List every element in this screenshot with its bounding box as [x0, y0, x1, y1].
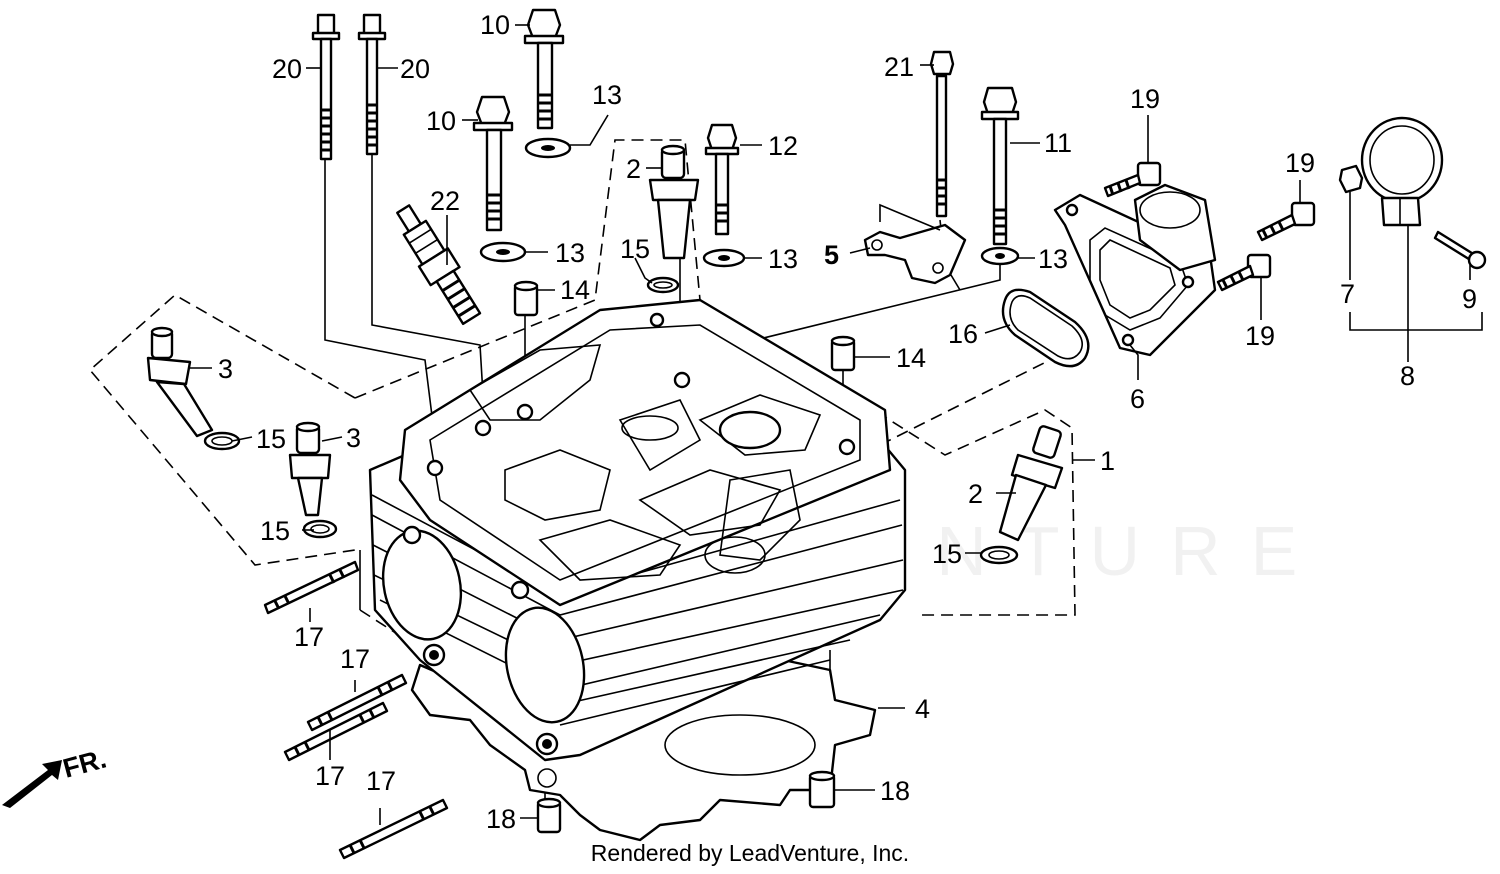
callout-leaders [190, 24, 1471, 825]
callout-19-mid: 19 [1285, 148, 1315, 178]
washer-13-top [524, 137, 572, 159]
callout-12: 12 [768, 131, 798, 161]
callout-9: 9 [1462, 284, 1477, 314]
front-marker-label: FR. [60, 744, 110, 784]
clip-15-center [646, 276, 680, 294]
dowel-14-left [513, 280, 539, 317]
callout-7: 7 [1340, 279, 1355, 309]
callout-19-low: 19 [1245, 321, 1275, 351]
callout-13-right: 13 [1038, 244, 1068, 274]
o-ring-16 [1001, 288, 1090, 368]
bolt-20-left [311, 13, 341, 161]
callout-22: 22 [430, 186, 460, 216]
callout-3-upper: 3 [218, 354, 233, 384]
bolt-10-lower [472, 95, 514, 232]
callout-13-center: 13 [768, 244, 798, 274]
callout-6: 6 [1130, 384, 1145, 414]
intake-insulator-6 [1053, 183, 1217, 357]
bolt-19-mid [1256, 201, 1316, 242]
callout-17-b: 17 [340, 644, 370, 674]
callout-8: 8 [1400, 361, 1415, 391]
screw-9 [1433, 230, 1487, 270]
callout-17-c: 17 [315, 761, 345, 791]
callout-14-right: 14 [896, 343, 926, 373]
bolt-19-low [1216, 253, 1272, 292]
cylinder-head [368, 298, 907, 762]
callout-16: 16 [948, 319, 978, 349]
clip-15-right [979, 545, 1019, 565]
footer-text: Rendered by LeadVenture, Inc. [590, 840, 910, 866]
callout-17-a: 17 [294, 622, 324, 652]
spark-plug-22 [396, 204, 482, 326]
clip-15-lower-left [302, 519, 338, 539]
washer-13-center [702, 248, 746, 268]
band-clamp-8 [1360, 116, 1444, 227]
callout-14-left: 14 [560, 275, 590, 305]
dowel-18-right [808, 770, 836, 809]
callout-labels: 20 20 10 10 13 13 13 13 12 2 2 15 15 15 … [218, 10, 1477, 834]
callout-13-top: 13 [592, 80, 622, 110]
callout-5: 5 [824, 240, 839, 270]
callout-3-lower: 3 [346, 423, 361, 453]
callout-2-center: 2 [626, 154, 641, 184]
dowel-14-right [830, 335, 856, 372]
footer-credit: Rendered by LeadVenture, Inc. [0, 840, 1500, 867]
stud-17-d [338, 798, 449, 860]
valve-guide-3-upper [146, 326, 214, 438]
nut-7 [1338, 164, 1364, 194]
callout-19-top: 19 [1130, 84, 1160, 114]
dowel-18-left [536, 797, 562, 834]
callout-10-lower: 10 [426, 106, 456, 136]
callout-2-right: 2 [968, 479, 983, 509]
front-direction-arrow: FR. [2, 744, 110, 808]
washer-13-left [479, 241, 527, 263]
stud-17-b [306, 673, 408, 732]
callout-17-d: 17 [366, 766, 396, 796]
bolt-10-top [523, 8, 565, 130]
callout-13-left: 13 [555, 238, 585, 268]
callout-15-right: 15 [932, 539, 962, 569]
valve-guide-2-center [648, 144, 700, 260]
bolt-20-right [357, 13, 387, 156]
valve-guide-3-lower [288, 421, 332, 517]
callout-1: 1 [1100, 446, 1115, 476]
callout-20-left: 20 [272, 54, 302, 84]
callout-21: 21 [884, 52, 914, 82]
callout-15-center: 15 [620, 234, 650, 264]
stud-17-c [283, 701, 389, 762]
callout-18-left: 18 [486, 804, 516, 834]
callout-4: 4 [915, 694, 930, 724]
callout-15-upper-left: 15 [256, 424, 286, 454]
bracket-5 [863, 203, 967, 285]
callout-20-right: 20 [400, 54, 430, 84]
callout-10-top: 10 [480, 10, 510, 40]
bolt-21 [929, 50, 955, 218]
valve-guide-2-right [998, 425, 1064, 542]
stud-17-a [263, 560, 360, 615]
bolt-11 [980, 86, 1020, 246]
callout-15-lower-left: 15 [260, 516, 290, 546]
bolt-19-top [1103, 161, 1162, 198]
bolt-12 [704, 123, 740, 236]
callout-18-right: 18 [880, 776, 910, 806]
callout-11: 11 [1044, 128, 1072, 158]
washer-13-right [980, 246, 1020, 266]
